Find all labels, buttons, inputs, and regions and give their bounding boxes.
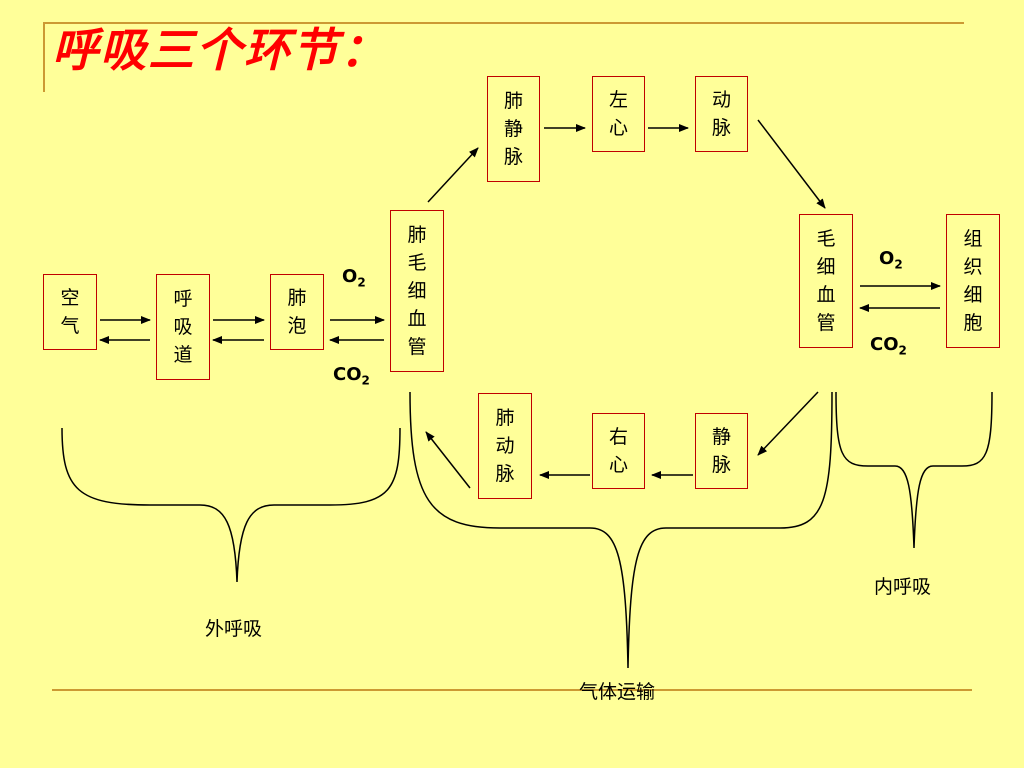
gas-tissue-co2: CO2 [870, 334, 907, 358]
top-rule [44, 22, 964, 24]
box-pulmonary-vein: 肺 静 脉 [487, 76, 540, 182]
box-air: 空 气 [43, 274, 97, 350]
label-internal-respiration: 内呼吸 [874, 576, 932, 598]
gas-tissue-o2: O2 [879, 248, 903, 272]
box-airway: 呼 吸 道 [156, 274, 210, 380]
box-artery: 动 脉 [695, 76, 748, 152]
label-external-respiration: 外呼吸 [205, 618, 263, 640]
box-alveoli: 肺 泡 [270, 274, 324, 350]
box-tissue-cells: 组 织 细 胞 [946, 214, 1000, 348]
page-title: 呼吸三个环节： [52, 23, 388, 77]
label-gas-transport: 气体运输 [579, 681, 656, 703]
arrow-tissue-capillary-to-vein [757, 391, 819, 456]
box-lung-capillary: 肺 毛 细 血 管 [390, 210, 444, 372]
left-rule [43, 22, 45, 92]
box-left-heart: 左 心 [592, 76, 645, 152]
arrow-artery-to-tissue-capillary [757, 119, 826, 209]
gas-lung-co2: CO2 [333, 364, 370, 388]
arrow-capillary-to-pulmonary-vein [427, 147, 479, 203]
bottom-rule [52, 689, 972, 691]
brace-internal [835, 391, 993, 549]
box-right-heart: 右 心 [592, 413, 645, 489]
arrow-pulmonary-artery-to-lung-capillary [425, 431, 471, 489]
box-pulmonary-artery: 肺 动 脉 [478, 393, 532, 499]
box-tissue-capillary: 毛 细 血 管 [799, 214, 853, 348]
brace-transport [409, 391, 833, 669]
gas-lung-o2: O2 [342, 266, 366, 290]
box-vein: 静 脉 [695, 413, 748, 489]
brace-external [61, 427, 401, 583]
